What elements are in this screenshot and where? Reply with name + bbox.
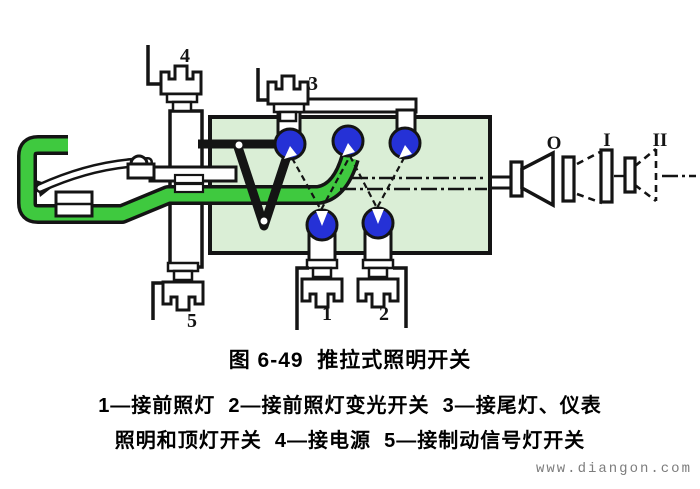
- contact-springs: [291, 155, 405, 213]
- watermark: www.diangon.com: [535, 461, 692, 477]
- bottom-contact-2: [361, 206, 395, 240]
- bottom-contact-1: [305, 208, 339, 242]
- label-position-I: I: [603, 130, 610, 151]
- label-terminal-5: 5: [187, 310, 197, 332]
- knob-shaft-right: [490, 175, 512, 190]
- top-contact-1: [273, 127, 307, 161]
- knob-position-II: II: [623, 130, 668, 203]
- knob-position-I: I: [576, 130, 614, 205]
- label-terminal-2: 2: [379, 303, 389, 325]
- top-contact-2: [331, 124, 365, 158]
- label-terminal-1: 1: [322, 303, 332, 325]
- terminal-5: 5: [151, 261, 205, 332]
- terminal-2: 2: [356, 258, 408, 328]
- terminal-3: 3: [256, 68, 318, 123]
- lever-arm: [35, 154, 156, 218]
- label-position-II: II: [653, 130, 668, 151]
- top-contact-3: [388, 126, 422, 160]
- figure-title: 图 6-49 推拉式照明开关: [228, 349, 472, 372]
- figure-caption-line2: 照明和顶灯开关 4—接电源 5—接制动信号灯开关: [114, 430, 586, 452]
- figure-caption-line1: 1—接前照灯 2—接前照灯变光开关 3—接尾灯、仪表: [98, 395, 602, 417]
- column-nut: [173, 173, 205, 194]
- knob-position-O: O: [509, 133, 576, 208]
- terminal-4: 4: [146, 45, 203, 113]
- switch-diagram: 4 3 5 1: [17, 45, 696, 332]
- label-terminal-4: 4: [180, 45, 190, 67]
- contact-terminals: [273, 124, 422, 242]
- label-position-O: O: [547, 133, 562, 154]
- label-terminal-3: 3: [308, 73, 318, 95]
- terminal-1: 1: [295, 258, 344, 330]
